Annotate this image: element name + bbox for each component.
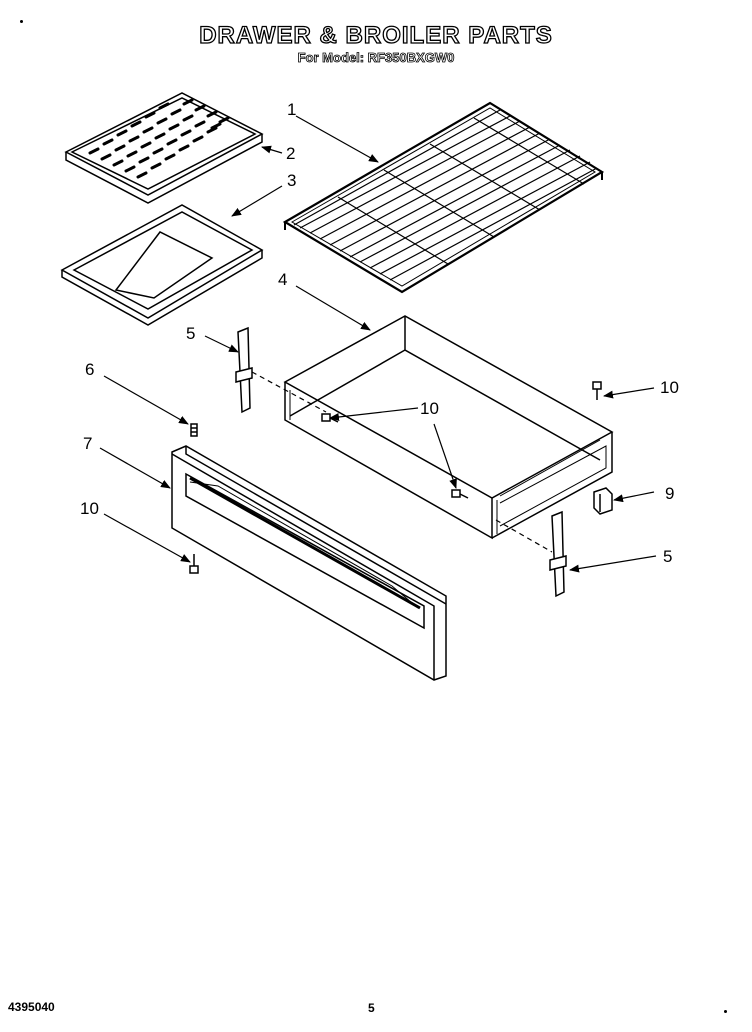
callout-5: 5 bbox=[186, 324, 195, 343]
callout-10: 10 bbox=[420, 399, 439, 418]
corner-mark bbox=[20, 20, 23, 23]
page-number: 5 bbox=[368, 1001, 375, 1015]
callout-10: 10 bbox=[80, 499, 99, 518]
stud bbox=[190, 423, 198, 437]
drawer-bracket bbox=[593, 487, 613, 515]
part-number: 4395040 bbox=[8, 1000, 55, 1014]
callout-5: 5 bbox=[663, 547, 672, 566]
callout-2: 2 bbox=[286, 144, 295, 163]
broiler-grid bbox=[64, 92, 264, 204]
screw bbox=[189, 554, 199, 574]
callout-6: 6 bbox=[85, 360, 94, 379]
drawer-slide bbox=[235, 326, 253, 414]
oven-rack bbox=[282, 101, 605, 294]
callout-9: 9 bbox=[665, 484, 674, 503]
screw bbox=[592, 381, 602, 400]
drawer-body bbox=[283, 315, 614, 540]
screw bbox=[451, 489, 469, 499]
callout-10: 10 bbox=[660, 378, 679, 397]
drawer-slide bbox=[549, 510, 567, 598]
callout-3: 3 bbox=[287, 171, 296, 190]
callout-4: 4 bbox=[278, 270, 287, 289]
callout-7: 7 bbox=[83, 434, 92, 453]
page-title: DRAWER & BROILER PARTS bbox=[199, 21, 553, 49]
callout-1: 1 bbox=[287, 100, 296, 119]
drawer-front-panel bbox=[171, 445, 447, 681]
broiler-pan bbox=[60, 204, 264, 326]
corner-mark bbox=[724, 1010, 727, 1013]
model-line: For Model: RF350BXGW0 bbox=[297, 50, 455, 66]
